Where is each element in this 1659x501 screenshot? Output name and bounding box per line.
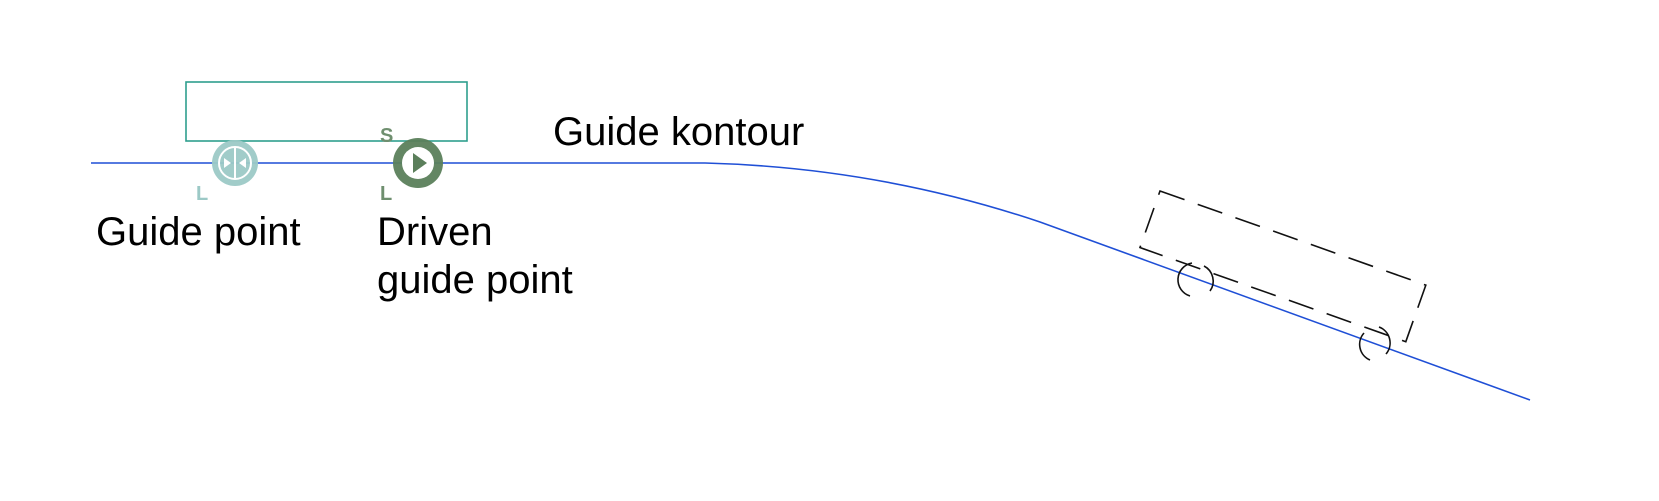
ghost-vehicle bbox=[1138, 189, 1427, 343]
vehicle-body bbox=[185, 81, 468, 142]
driven-guide-point-label-line2: guide point bbox=[377, 258, 573, 302]
driven-point-letter-below: L bbox=[380, 183, 392, 205]
driven-point-letter-above: S bbox=[380, 125, 393, 147]
guide-contour-label: Guide kontour bbox=[553, 110, 804, 154]
guide-point-letter-below: L bbox=[196, 183, 208, 205]
ghost-wheel-rear bbox=[1358, 326, 1391, 361]
driven-guide-point-label-line1: Driven bbox=[377, 210, 493, 254]
ghost-wheel-front bbox=[1177, 262, 1214, 297]
driven-guide-point-icon bbox=[393, 138, 443, 188]
ghost-vehicle-body bbox=[1138, 189, 1427, 343]
guide-point-label: Guide point bbox=[96, 210, 301, 254]
guide-point-icon bbox=[212, 140, 258, 186]
guide-contour-line bbox=[91, 162, 1531, 401]
